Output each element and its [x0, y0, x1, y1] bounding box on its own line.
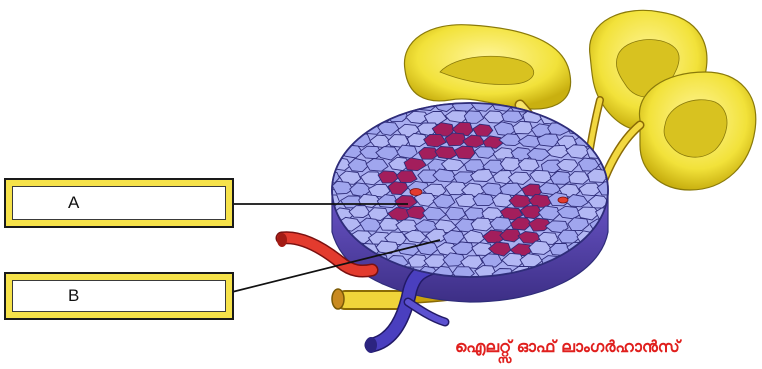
beta-cell: [594, 135, 616, 148]
beta-cell: [595, 281, 616, 293]
label-a-text: A: [68, 193, 79, 213]
beta-cell: [370, 87, 392, 99]
beta-cell: [313, 158, 335, 170]
beta-cell: [360, 99, 382, 112]
beta-cell: [606, 244, 629, 257]
beta-cell: [607, 194, 629, 207]
acinus-right: [639, 72, 755, 190]
acinus-left: [404, 25, 570, 109]
caption-islets-of-langerhans: ഐലറ്റ്സ് ഓഫ് ലാംഗർഹാൻസ്: [455, 337, 680, 357]
beta-cell: [328, 112, 351, 124]
capillary-a: [410, 189, 422, 196]
beta-cell: [312, 110, 334, 123]
beta-cell: [350, 109, 373, 123]
beta-cell: [309, 205, 332, 218]
label-b-text: B: [68, 286, 79, 306]
beta-cell: [342, 100, 362, 112]
label-box-b-field[interactable]: B: [12, 280, 226, 312]
capillary-b: [558, 197, 568, 203]
beta-cell: [349, 278, 372, 290]
beta-cell: [568, 121, 589, 135]
beta-cell: [576, 279, 598, 291]
label-box-b[interactable]: B: [4, 272, 234, 320]
beta-cell: [320, 171, 340, 183]
beta-cell: [310, 136, 332, 148]
beta-cell: [319, 99, 339, 111]
beta-cell: [605, 265, 628, 277]
beta-cell: [339, 123, 360, 135]
beta-cell: [585, 265, 608, 278]
beta-cell: [329, 134, 350, 147]
beta-cell: [398, 99, 419, 111]
beta-cell: [330, 87, 351, 100]
beta-cell: [320, 123, 342, 135]
label-box-a[interactable]: A: [4, 178, 234, 228]
beta-cell: [321, 145, 340, 157]
beta-cell: [328, 158, 351, 171]
label-box-a-field[interactable]: A: [12, 186, 226, 220]
beta-cell: [607, 219, 629, 232]
beta-cell: [559, 111, 581, 124]
beta-cell: [349, 86, 373, 98]
beta-cell: [569, 98, 589, 111]
beta-cell: [311, 87, 332, 100]
beta-cell: [312, 277, 335, 290]
beta-cell: [540, 113, 562, 125]
beta-cell: [378, 99, 400, 111]
beta-cell: [390, 86, 411, 99]
